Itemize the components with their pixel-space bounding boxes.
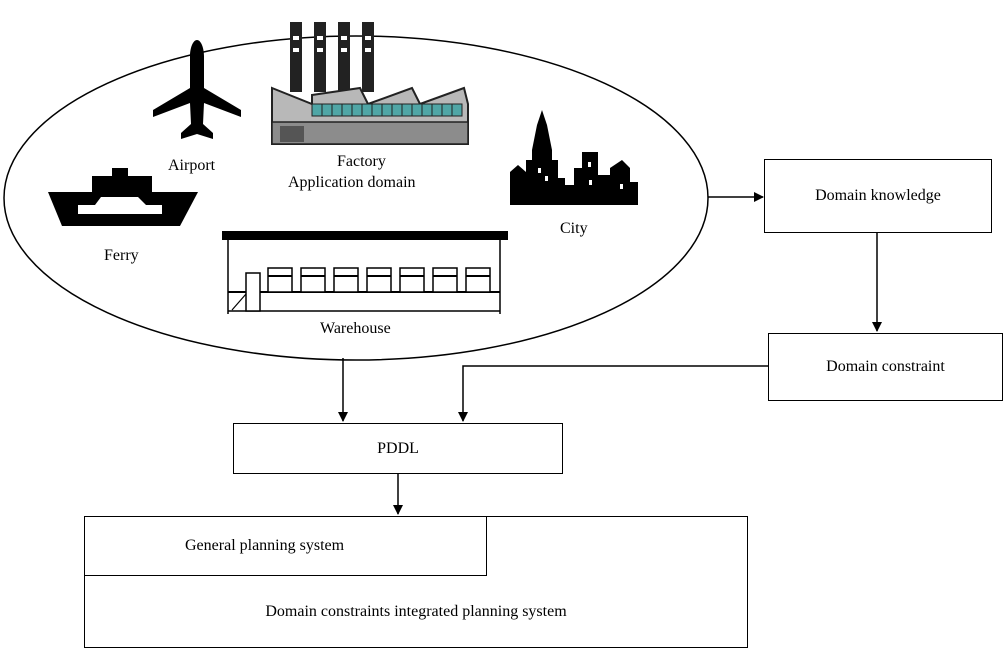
domain-constraint-label: Domain constraint	[826, 358, 945, 375]
pddl-box: PDDL	[233, 423, 563, 474]
ferry-icon	[48, 168, 198, 226]
domain-knowledge-label: Domain knowledge	[815, 187, 941, 204]
airplane-icon	[153, 40, 241, 139]
integrated-planning-system-label: Domain constraints integrated planning s…	[265, 603, 567, 620]
general-planning-system-box: General planning system	[84, 516, 487, 576]
warehouse-label: Warehouse	[320, 320, 391, 337]
general-planning-system-label: General planning system	[185, 537, 345, 554]
domain-constraint-box: Domain constraint	[768, 333, 1003, 401]
application-domain-label: Application domain	[288, 174, 416, 191]
domain-knowledge-box: Domain knowledge	[764, 159, 992, 233]
city-label: City	[560, 220, 588, 237]
factory-label: Factory	[337, 153, 386, 170]
application-domain-ellipse	[3, 35, 709, 361]
arrow-constraint-to-pddl	[458, 365, 768, 422]
warehouse-icon	[222, 231, 508, 314]
city-skyline-icon	[510, 110, 638, 205]
airport-label: Airport	[168, 157, 216, 174]
ferry-label: Ferry	[104, 247, 139, 264]
factory-icon	[271, 22, 469, 145]
pddl-label: PDDL	[377, 439, 419, 457]
